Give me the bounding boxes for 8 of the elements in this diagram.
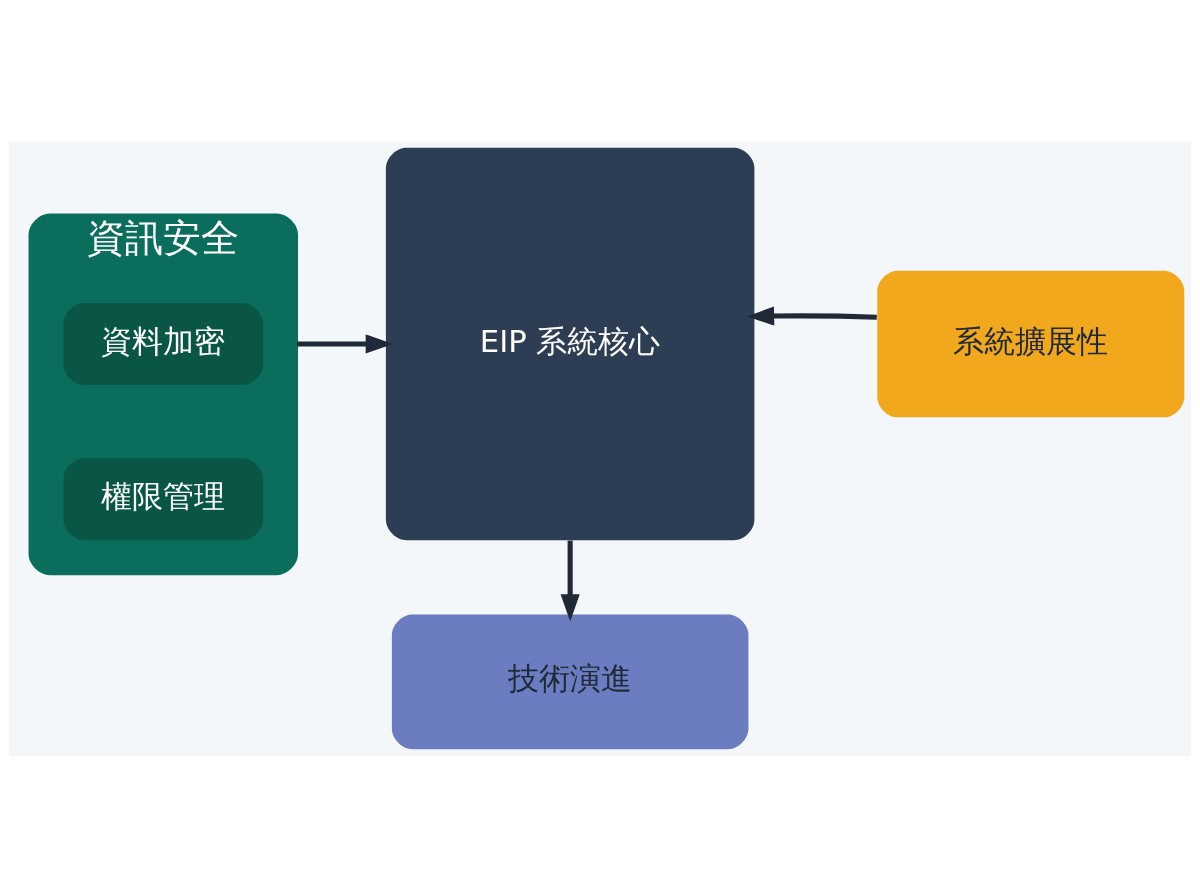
node-box: EIP 系統核心 [385,147,755,540]
arrow [560,540,580,622]
node-box: 系統擴展性 [877,270,1185,417]
node-box: 資料加密 [63,302,264,385]
arrow [297,333,394,354]
node-box: 技術演進 [391,613,749,749]
node-box: 權限管理 [63,457,264,540]
arrow [746,305,877,326]
